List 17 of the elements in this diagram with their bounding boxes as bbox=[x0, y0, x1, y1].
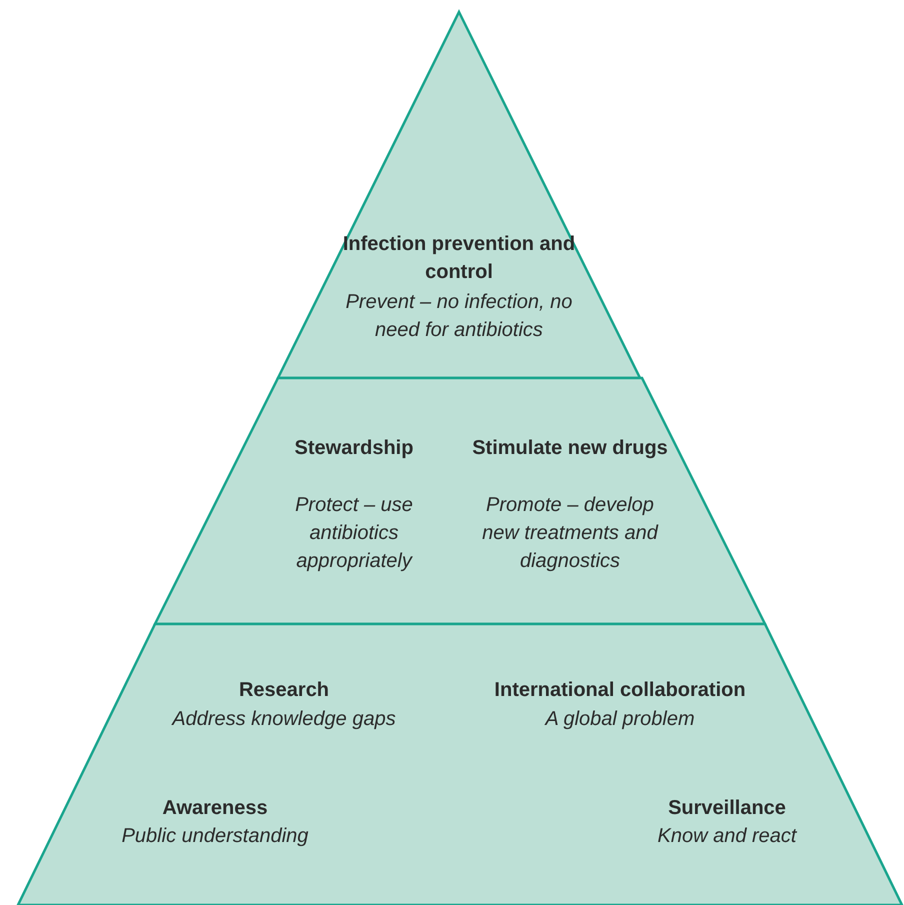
pyramid-tier bbox=[155, 378, 765, 624]
tier-heading: Infection prevention and control bbox=[342, 232, 576, 285]
pyramid-tier bbox=[18, 624, 902, 905]
tier-heading: Stewardship bbox=[294, 436, 414, 461]
tier-heading: Stimulate new drugs bbox=[471, 436, 669, 461]
tier-description: Prevent – no infection, no need for antibiotics bbox=[344, 290, 574, 343]
tier-description: Know and react bbox=[656, 824, 798, 849]
pyramid-tier bbox=[278, 12, 640, 378]
tier-description: Public understanding bbox=[120, 824, 310, 849]
tier-heading: Research bbox=[238, 678, 330, 703]
tier-description: A global problem bbox=[544, 707, 696, 732]
tier-heading: Awareness bbox=[161, 796, 269, 821]
tier-description: Protect – use antibiotics appropriately bbox=[294, 493, 414, 574]
tier-description: Promote – develop new treatments and diagnostics bbox=[481, 493, 660, 574]
tier-description: Address knowledge gaps bbox=[170, 707, 397, 732]
tier-heading: Surveillance bbox=[667, 796, 787, 821]
tier-heading: International collaboration bbox=[493, 678, 747, 703]
